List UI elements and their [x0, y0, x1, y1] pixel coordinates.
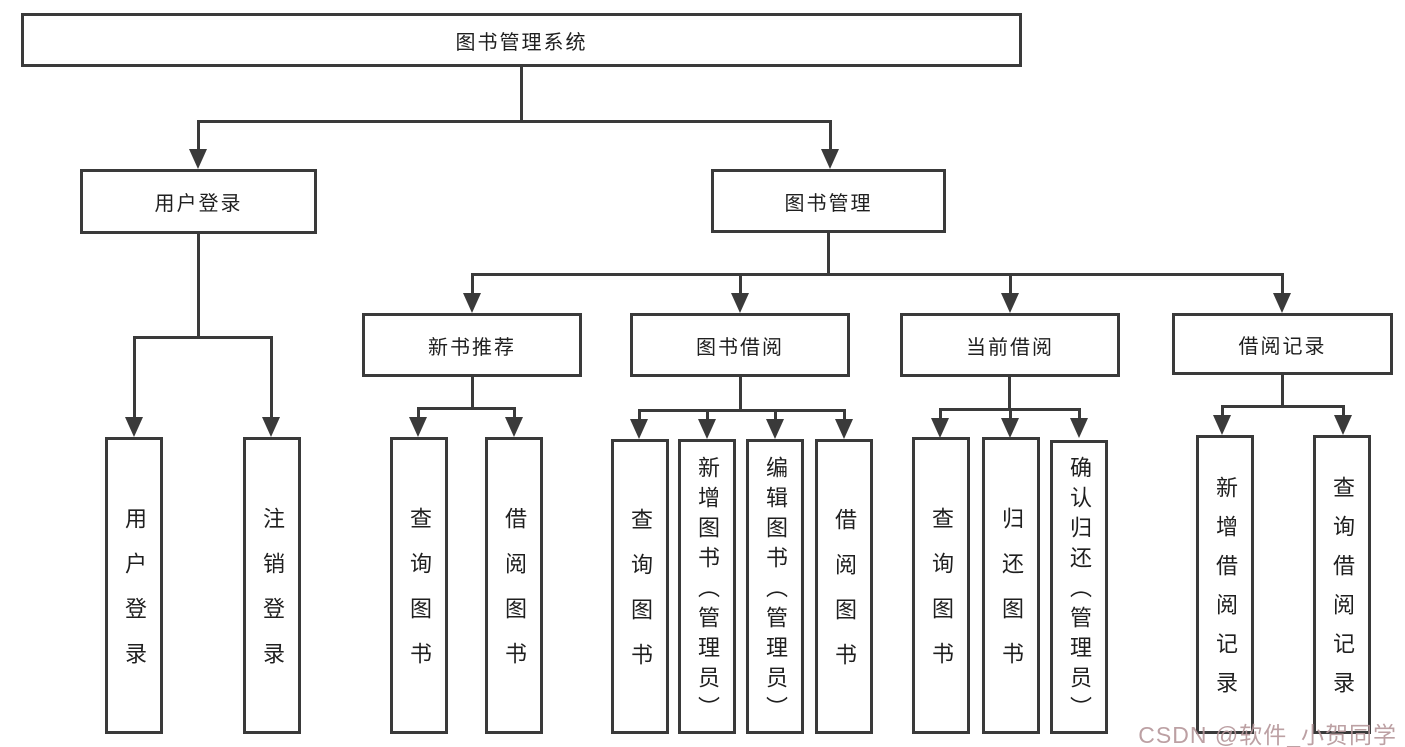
stem-line: [827, 233, 830, 273]
arrowhead-down-icon: [821, 149, 839, 169]
leaf-bb-borrow-book: 借阅图书: [815, 439, 873, 734]
leaf-rec-query-book: 查询图书: [390, 437, 448, 734]
leaf-user-login: 用户登录: [105, 437, 163, 734]
node-borrow-records: 借阅记录: [1172, 313, 1393, 375]
branch-line: [417, 407, 420, 419]
split-line: [1221, 405, 1345, 408]
leaf-bb-add-book: 新增图书（管理员）: [678, 439, 736, 734]
branch-line: [774, 409, 777, 421]
arrowhead-down-icon: [463, 293, 481, 313]
split-line: [417, 407, 516, 410]
leaf-label: 查询图书: [628, 508, 653, 688]
stem-line: [197, 234, 200, 336]
branch-line: [829, 120, 832, 151]
branch-line: [513, 407, 516, 419]
leaf-label: 借阅图书: [502, 507, 527, 687]
leaf-cb-confirm-return: 确认归还（管理员）: [1050, 440, 1108, 734]
leaf-label: 查询借阅记录: [1330, 476, 1355, 710]
split-line: [638, 409, 846, 412]
arrowhead-down-icon: [1001, 293, 1019, 313]
arrowhead-down-icon: [835, 419, 853, 439]
root-node-library-system: 图书管理系统: [21, 13, 1022, 67]
branch-line: [1009, 408, 1012, 420]
arrowhead-down-icon: [630, 419, 648, 439]
stem-line: [1008, 377, 1011, 408]
leaf-label: 查询图书: [929, 507, 954, 687]
leaf-cb-query-book: 查询图书: [912, 437, 970, 734]
leaf-br-query-record: 查询借阅记录: [1313, 435, 1371, 734]
branch-line: [1221, 405, 1224, 417]
branch-line: [471, 273, 474, 295]
leaf-label: 编辑图书（管理员）: [763, 455, 788, 726]
leaf-label: 新增图书（管理员）: [695, 455, 720, 726]
arrowhead-down-icon: [1213, 415, 1231, 435]
node-book-management: 图书管理: [711, 169, 946, 233]
branch-line: [706, 409, 709, 421]
csdn-watermark: CSDN @软件_小贺同学: [1138, 722, 1397, 747]
leaf-br-add-record: 新增借阅记录: [1196, 435, 1254, 734]
stem-line: [1281, 375, 1284, 405]
arrowhead-down-icon: [189, 149, 207, 169]
branch-line: [270, 336, 273, 419]
stem-line: [739, 377, 742, 409]
split-line: [133, 336, 273, 339]
leaf-logout: 注销登录: [243, 437, 301, 734]
branch-line: [1078, 408, 1081, 420]
leaf-bb-edit-book: 编辑图书（管理员）: [746, 439, 804, 734]
arrowhead-down-icon: [766, 419, 784, 439]
split-line: [471, 273, 1284, 276]
arrowhead-down-icon: [1001, 418, 1019, 438]
leaf-label: 查询图书: [407, 507, 432, 687]
arrowhead-down-icon: [125, 417, 143, 437]
branch-line: [939, 408, 942, 420]
leaf-label: 注销登录: [260, 507, 285, 687]
arrowhead-down-icon: [409, 417, 427, 437]
leaf-cb-return-book: 归还图书: [982, 437, 1040, 734]
leaf-bb-query-book: 查询图书: [611, 439, 669, 734]
branch-line: [133, 336, 136, 419]
arrowhead-down-icon: [698, 419, 716, 439]
branch-line: [1281, 273, 1284, 295]
arrowhead-down-icon: [731, 293, 749, 313]
leaf-label: 用户登录: [122, 507, 147, 687]
branch-line: [197, 120, 200, 151]
split-line: [197, 120, 832, 123]
leaf-rec-borrow-book: 借阅图书: [485, 437, 543, 734]
node-book-borrow: 图书借阅: [630, 313, 850, 377]
branch-line: [739, 273, 742, 295]
arrowhead-down-icon: [1334, 415, 1352, 435]
leaf-label: 新增借阅记录: [1213, 476, 1238, 710]
node-user-login: 用户登录: [80, 169, 317, 234]
node-new-book-recommend: 新书推荐: [362, 313, 582, 377]
arrowhead-down-icon: [931, 418, 949, 438]
arrowhead-down-icon: [505, 417, 523, 437]
branch-line: [1009, 273, 1012, 295]
arrowhead-down-icon: [1273, 293, 1291, 313]
stem-line: [471, 377, 474, 407]
node-current-borrow: 当前借阅: [900, 313, 1120, 377]
arrowhead-down-icon: [1070, 418, 1088, 438]
leaf-label: 确认归还（管理员）: [1067, 456, 1092, 726]
branch-line: [843, 409, 846, 421]
stem-line: [520, 67, 523, 120]
leaf-label: 借阅图书: [832, 508, 857, 688]
branch-line: [1342, 405, 1345, 417]
leaf-label: 归还图书: [999, 507, 1024, 687]
branch-line: [638, 409, 641, 421]
arrowhead-down-icon: [262, 417, 280, 437]
